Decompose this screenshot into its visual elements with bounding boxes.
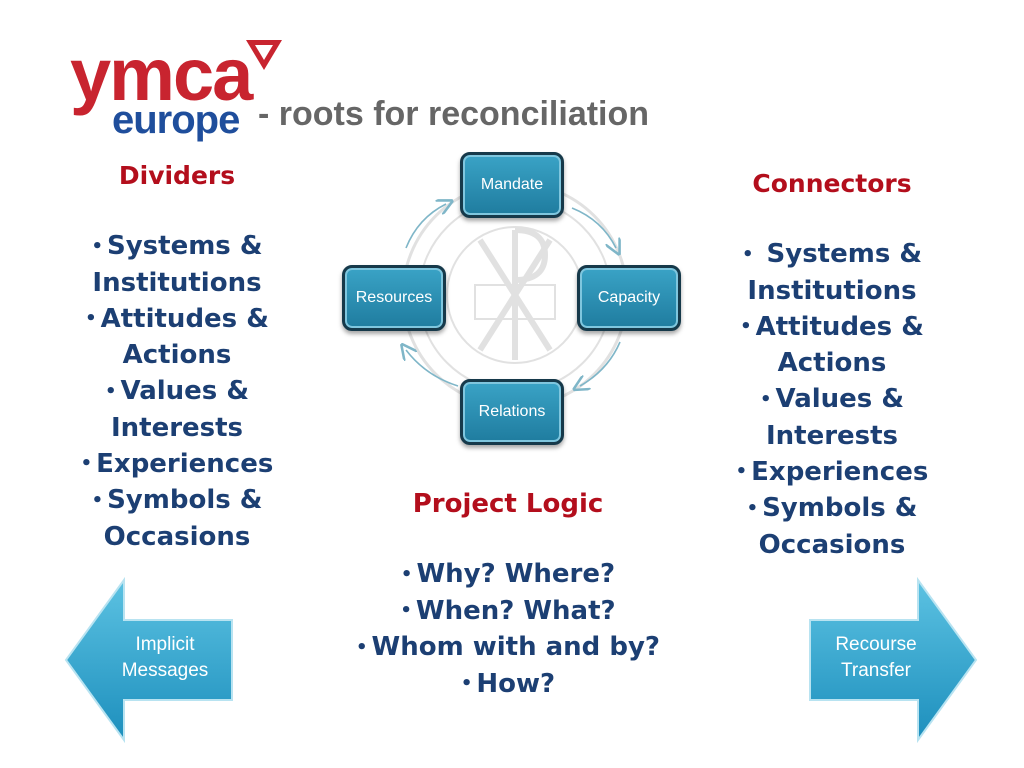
dividers-column: Dividers •Systems & Institutions •Attitu… [62, 160, 292, 555]
page-title: - roots for reconciliation [258, 95, 650, 133]
dividers-item: •Experiences [80, 448, 274, 479]
connectors-item: •Values & [759, 384, 905, 414]
cycle-arrow-top-left [405, 204, 446, 249]
project-logic-item: •How? [460, 668, 556, 699]
right-arrow-label: Recourse Transfer [818, 632, 934, 684]
left-arrow-line1: Implicit [135, 634, 195, 655]
dividers-heading: Dividers [118, 161, 236, 190]
connectors-item: Interests [765, 420, 899, 451]
left-arrow-line2: Messages [121, 660, 209, 681]
project-logic-section: Project Logic •Why? Where? •When? What? … [318, 488, 698, 702]
project-logic-item: •Why? Where? [400, 559, 616, 589]
cycle-node-capacity: Capacity [577, 265, 681, 331]
connectors-item: •Experiences [735, 456, 929, 487]
logo-triangle-icon [246, 40, 282, 70]
left-arrow-shape [64, 576, 233, 744]
dividers-item: •Symbols & [91, 485, 263, 515]
right-arrow-shape [809, 576, 978, 744]
cycle-node-resources: Resources [342, 265, 446, 331]
logo-europe-text: europe [112, 98, 240, 142]
cycle-arrow-top-right [571, 207, 616, 248]
cycle-arrow-bottom-left [406, 350, 459, 387]
dividers-item: Interests [110, 412, 244, 443]
right-arrow-line2: Transfer [840, 660, 912, 681]
dividers-item: Occasions [103, 521, 251, 552]
dividers-item: •Values & [104, 376, 250, 406]
cycle-node-relations: Relations [460, 379, 564, 445]
dividers-item: •Attitudes & [85, 303, 269, 334]
cycle-arrow-bottom-right [580, 341, 621, 386]
connectors-column: Connectors • Systems & Institutions •Att… [714, 168, 950, 563]
connectors-item: Occasions [758, 529, 906, 560]
project-logic-heading: Project Logic [412, 489, 604, 519]
connectors-item: Actions [777, 348, 887, 378]
logo-ymca-text: ymca [70, 33, 253, 116]
project-logic-item: •Whom with and by? [356, 632, 660, 662]
connectors-item: •Attitudes & [740, 311, 924, 342]
dividers-item: •Systems & [91, 231, 263, 261]
dividers-item: Institutions [92, 267, 262, 298]
right-arrow-line1: Recourse [835, 634, 917, 655]
connectors-item: •Symbols & [746, 493, 918, 523]
connectors-item: Institutions [747, 275, 917, 306]
connectors-heading: Connectors [752, 169, 912, 198]
left-arrow-label: Implicit Messages [110, 632, 220, 684]
connectors-item: • Systems & [741, 239, 923, 269]
project-logic-item: •When? What? [400, 595, 616, 626]
cycle-node-mandate: Mandate [460, 152, 564, 218]
dividers-item: Actions [122, 340, 232, 370]
